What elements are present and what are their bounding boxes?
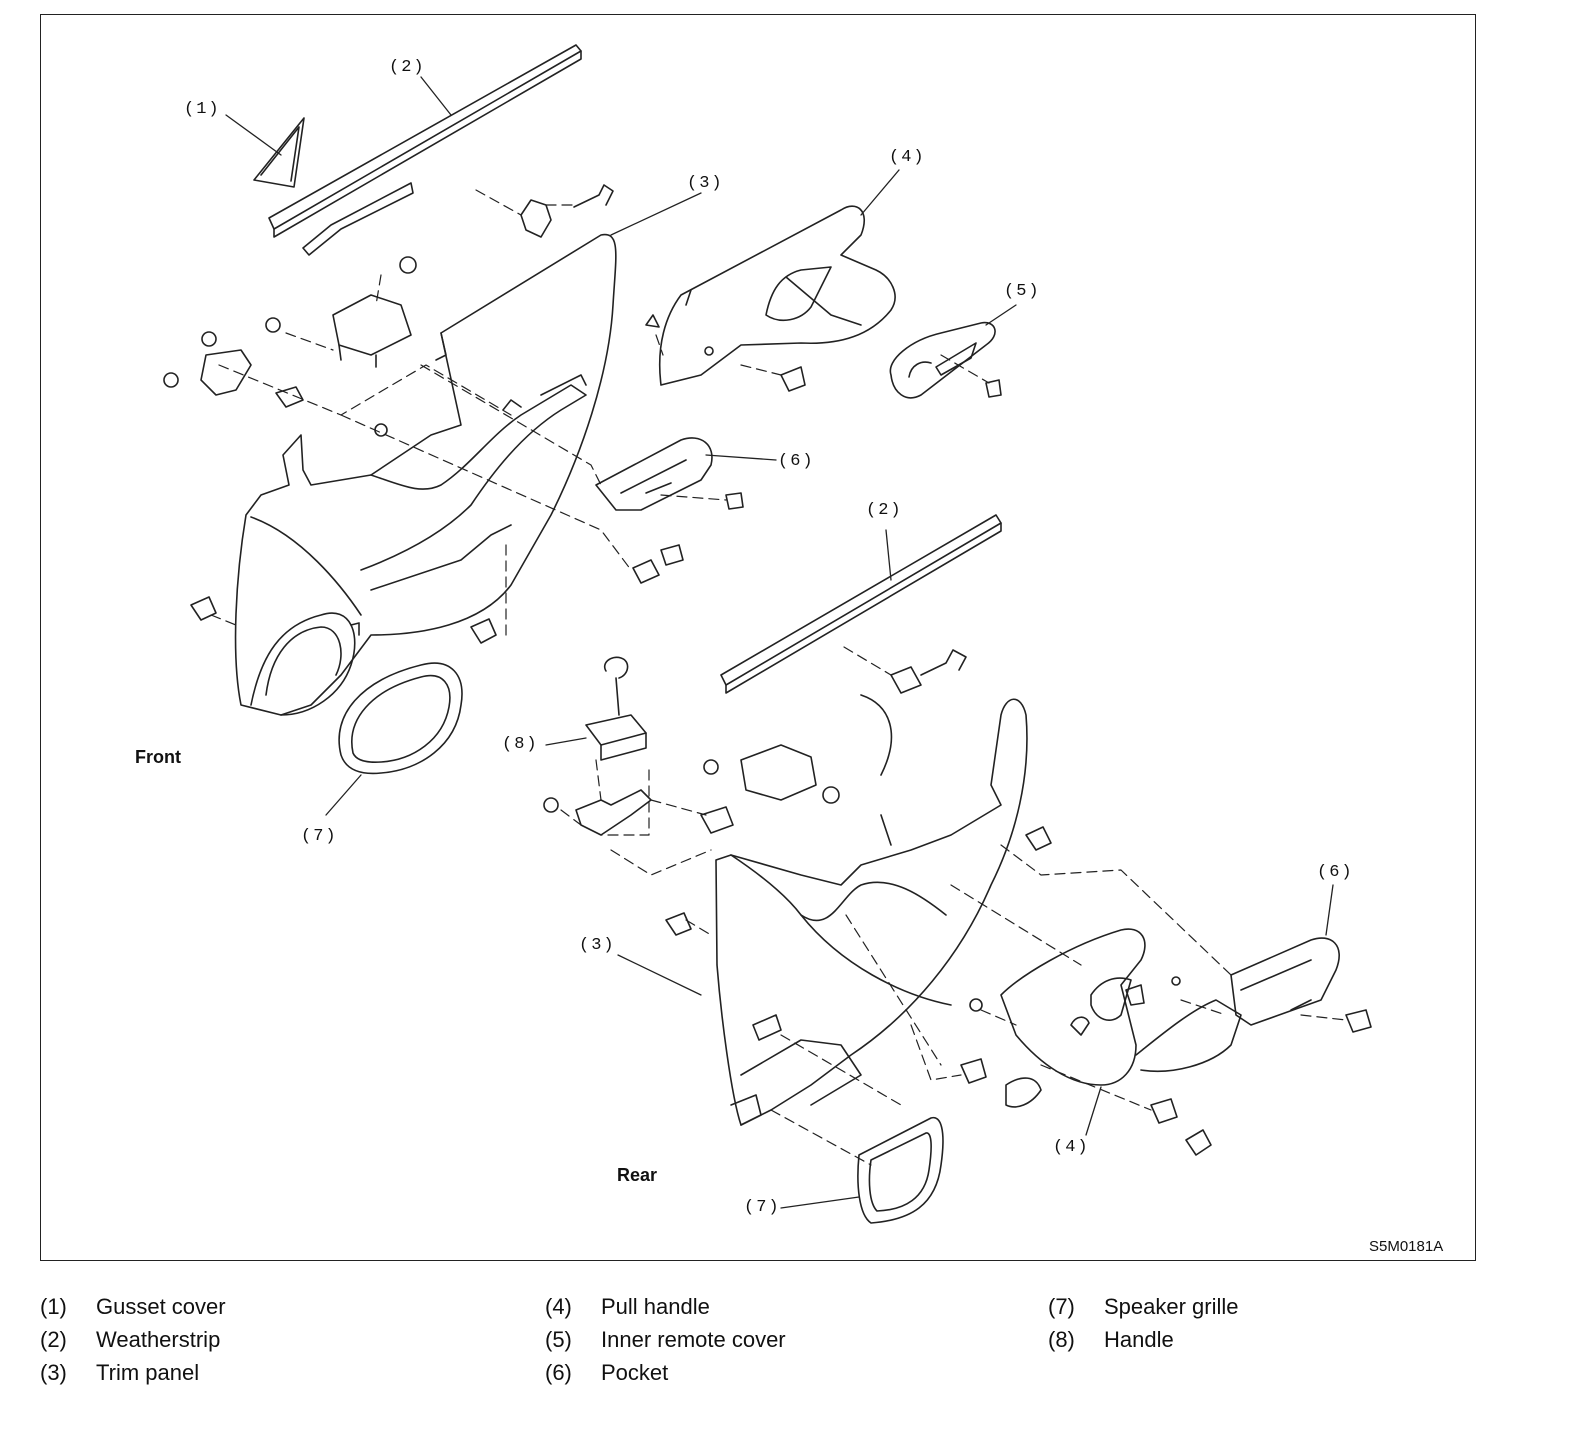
legend-part-name: Pull handle: [601, 1294, 710, 1319]
legend-number: (8): [1048, 1327, 1075, 1352]
front-fasteners: [163, 184, 1002, 644]
callout-rear-4: (4): [1053, 1138, 1090, 1157]
legend-item: (6) Pocket: [545, 1362, 668, 1384]
legend-number: (7): [1048, 1294, 1075, 1319]
legend-number: (4): [545, 1294, 572, 1319]
front-dashed-lines: [210, 189, 990, 636]
rear-trim-panel: [715, 694, 1028, 1126]
rear-speaker-grille: [857, 1116, 944, 1224]
front-weatherstrip: [268, 44, 582, 256]
legend-part-name: Pocket: [601, 1360, 669, 1385]
rear-handle: [575, 656, 652, 836]
rear-weatherstrip: [720, 514, 1002, 694]
rear-pull-handle: [1000, 928, 1242, 1086]
callout-front-1: (1): [184, 100, 221, 119]
legend-item: (1) Gusset cover: [40, 1296, 226, 1318]
exploded-view-figure: (1) (2) (3) (4) (5) (6) (7) (2) (8) (3) …: [40, 14, 1476, 1261]
legend-item: (2) Weatherstrip: [40, 1329, 220, 1351]
callout-front-5: (5): [1004, 282, 1041, 301]
rear-leader-lines: [545, 529, 1334, 1209]
view-label-front: Front: [135, 747, 181, 767]
parts-drawing: [163, 44, 1372, 1224]
callout-front-7: (7): [301, 827, 338, 846]
legend-item: (5) Inner remote cover: [545, 1329, 786, 1351]
legend-item: (3) Trim panel: [40, 1362, 199, 1384]
callout-front-4: (4): [889, 148, 926, 167]
callout-front-3: (3): [687, 174, 724, 193]
callout-rear-3: (3): [579, 936, 616, 955]
callout-rear-8: (8): [502, 735, 539, 754]
rear-pocket: [1230, 937, 1340, 1026]
callout-front-2: (2): [389, 58, 426, 77]
legend-number: (3): [40, 1360, 67, 1385]
callout-rear-2: (2): [866, 501, 903, 520]
figure-code: S5M0181A: [1369, 1238, 1444, 1255]
callout-rear-6: (6): [1317, 863, 1354, 882]
front-gusset-cover: [253, 117, 305, 188]
legend-part-name: Speaker grille: [1104, 1294, 1239, 1319]
legend-part-name: Handle: [1104, 1327, 1174, 1352]
front-speaker-grille: [338, 662, 463, 775]
legend-number: (6): [545, 1360, 572, 1385]
legend-part-name: Weatherstrip: [96, 1327, 221, 1352]
legend-part-name: Trim panel: [96, 1360, 200, 1385]
front-pull-handle: [658, 205, 896, 386]
view-label-rear: Rear: [617, 1165, 658, 1185]
rear-fasteners: [543, 649, 1372, 1156]
callout-front-6: (6): [778, 452, 815, 471]
legend-number: (5): [545, 1327, 572, 1352]
legend-part-name: Gusset cover: [96, 1294, 226, 1319]
rear-dashed-lines: [560, 646, 1347, 1166]
legend-item: (8) Handle: [1048, 1329, 1174, 1351]
front-trim-panel: [234, 233, 617, 716]
legend-part-name: Inner remote cover: [601, 1327, 786, 1352]
legend-number: (2): [40, 1327, 67, 1352]
front-pocket: [595, 437, 713, 511]
legend-item: (7) Speaker grille: [1048, 1296, 1239, 1318]
front-leader-lines: [225, 76, 1017, 816]
callout-rear-7: (7): [744, 1198, 781, 1217]
front-inner-remote-cover: [889, 321, 996, 399]
legend-number: (1): [40, 1294, 67, 1319]
legend-item: (4) Pull handle: [545, 1296, 710, 1318]
